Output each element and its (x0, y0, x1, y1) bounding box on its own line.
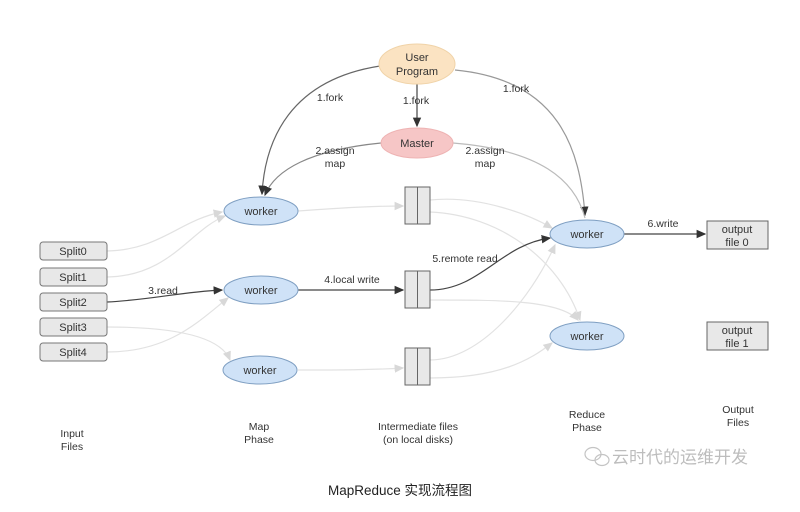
svg-text:Split3: Split3 (59, 322, 87, 334)
phase-map-2: Phase (244, 434, 274, 446)
svg-text:Split2: Split2 (59, 297, 87, 309)
svg-text:worker: worker (569, 229, 603, 241)
user-program-node: User Program (378, 43, 456, 85)
label-fork-center: 1.fork (403, 95, 430, 107)
intermediate-file-1 (404, 186, 431, 225)
label-write: 6.write (648, 218, 679, 230)
input-splits: Split0 Split1 Split2 Split3 Split4 (39, 241, 108, 362)
edge-remote-read (429, 235, 552, 291)
svg-text:worker: worker (569, 331, 603, 343)
phase-reduce-2: Phase (572, 422, 602, 434)
edge-shuffle (429, 211, 582, 322)
svg-text:file 1: file 1 (725, 338, 748, 350)
svg-text:file 0: file 0 (725, 237, 748, 249)
reduce-worker-1: worker (549, 219, 625, 249)
split-4: Split4 (39, 342, 108, 362)
faint-edges (106, 69, 589, 379)
phase-map-1: Map (249, 421, 270, 433)
edge-read (106, 286, 224, 303)
svg-text:Split0: Split0 (59, 246, 87, 258)
svg-text:User: User (405, 52, 429, 64)
svg-text:Split4: Split4 (59, 347, 87, 359)
edge-split4 (106, 297, 229, 353)
edge-split1 (106, 215, 227, 278)
caption: MapReduce 实现流程图 (328, 483, 472, 498)
edge-write-1 (297, 201, 405, 212)
edge-assign-reduce (452, 142, 586, 219)
svg-text:Program: Program (396, 66, 438, 78)
active-edges (106, 65, 707, 303)
label-local-write: 4.local write (324, 274, 380, 286)
wechat-icon (584, 446, 610, 467)
edge-shuffle (429, 243, 556, 361)
edge-split3 (106, 326, 231, 362)
edge-shuffle (429, 198, 554, 229)
split-1: Split1 (39, 267, 108, 287)
watermark: 云时代的运维开发 (584, 446, 748, 468)
phase-input-1: Input (60, 428, 83, 440)
map-worker-2: worker (223, 275, 299, 305)
split-2: Split2 (39, 292, 108, 312)
edge-assign-map (264, 142, 382, 197)
edge-fork-map (258, 65, 381, 196)
phase-intermediate-2: (on local disks) (383, 434, 453, 446)
map-worker-3: worker (222, 355, 298, 385)
edge-shuffle (429, 299, 579, 321)
label-assign-right-1: 2.assign (465, 145, 504, 157)
edge-shuffle (429, 342, 553, 379)
edge-write-3 (297, 364, 405, 373)
phase-reduce-1: Reduce (569, 409, 605, 421)
label-remote-read: 5.remote read (432, 253, 498, 265)
edge-labels: 1.fork 1.fork 1.fork 2.assign map 2.assi… (148, 83, 679, 297)
phase-input-2: Files (61, 441, 83, 453)
svg-text:Master: Master (400, 138, 434, 150)
label-assign-left-2: map (325, 158, 346, 170)
label-read: 3.read (148, 285, 178, 297)
split-3: Split3 (39, 317, 108, 337)
edge-split0 (106, 209, 224, 252)
label-fork-right: 1.fork (503, 83, 530, 95)
phase-output-2: Files (727, 417, 749, 429)
label-fork-left: 1.fork (317, 92, 344, 104)
intermediate-files (404, 186, 431, 386)
intermediate-file-2 (404, 270, 431, 309)
svg-text:output: output (722, 224, 753, 236)
reduce-worker-2: worker (549, 321, 625, 351)
master-node: Master (380, 127, 454, 159)
split-0: Split0 (39, 241, 108, 261)
label-assign-right-2: map (475, 158, 496, 170)
intermediate-file-3 (404, 347, 431, 386)
phase-labels: Input Files Map Phase Intermediate files… (60, 404, 754, 453)
svg-text:worker: worker (243, 206, 277, 218)
phase-output-1: Output (722, 404, 754, 416)
svg-text:worker: worker (242, 365, 276, 377)
label-assign-left-1: 2.assign (315, 145, 354, 157)
svg-text:Split1: Split1 (59, 272, 87, 284)
svg-text:worker: worker (243, 285, 277, 297)
phase-intermediate-1: Intermediate files (378, 421, 458, 433)
map-worker-1: worker (223, 196, 299, 226)
edge-fork-reduce (454, 69, 589, 217)
svg-text:云时代的运维开发: 云时代的运维开发 (612, 448, 748, 468)
svg-text:output: output (722, 325, 753, 337)
